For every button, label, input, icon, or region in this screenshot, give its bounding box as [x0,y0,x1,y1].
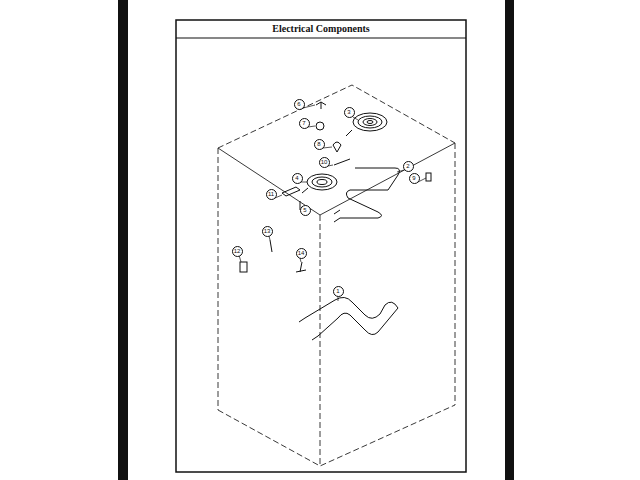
callout-number: 8 [314,139,325,150]
callout-number: 4 [292,173,303,184]
callout-number: 11 [266,189,277,200]
callout-number: 13 [262,226,273,237]
callout-number: 3 [344,107,355,118]
callout-number: 1 [333,286,344,297]
callout-number: 5 [300,205,311,216]
callout-number: 14 [296,248,307,259]
callout-number: 7 [299,118,310,129]
callout-number: 2 [403,161,414,172]
callout-number: 10 [319,157,330,168]
callout-number: 9 [409,173,420,184]
callout-number: 12 [232,246,243,257]
callout-number: 6 [294,99,305,110]
diagram-title: Electrical Components [272,23,370,34]
